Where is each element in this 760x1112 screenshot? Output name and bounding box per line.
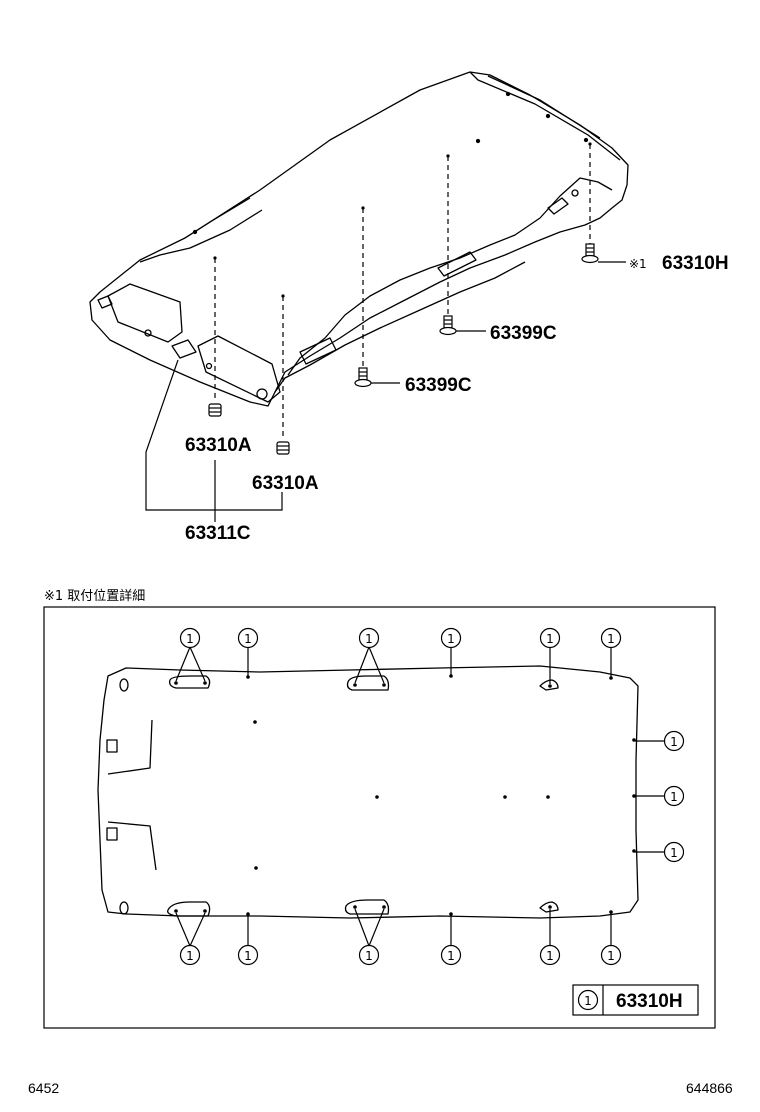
callout-bottom-6: 1 xyxy=(600,944,622,966)
page-code-right: 644866 xyxy=(686,1080,733,1096)
callout-top-3: 1 xyxy=(358,627,380,649)
callout-bottom-4: 1 xyxy=(440,944,462,966)
screw-63310H-icon xyxy=(581,243,599,264)
callout-top-6: 1 xyxy=(600,627,622,649)
svg-text:1: 1 xyxy=(447,632,455,646)
callout-right-1: 1 xyxy=(663,730,685,752)
svg-text:1: 1 xyxy=(186,949,194,963)
callout-bottom-2: 1 xyxy=(237,944,259,966)
svg-text:1: 1 xyxy=(607,632,615,646)
detail-mount-points xyxy=(174,674,636,916)
detail-frame xyxy=(43,606,716,1029)
note-marker: ※1 xyxy=(629,257,647,271)
legend-part: 63310H xyxy=(616,991,683,1012)
callout-right-2: 1 xyxy=(663,785,685,807)
callout-circles: 1 1 1 1 1 1 1 1 1 1 1 1 1 1 1 xyxy=(179,627,685,966)
part-label-63310A-lower: 63310A xyxy=(252,473,319,494)
svg-text:1: 1 xyxy=(244,632,252,646)
svg-text:1: 1 xyxy=(447,949,455,963)
clip-63310A-upper-icon xyxy=(208,403,222,417)
legend-box: 1 63310H xyxy=(572,984,699,1016)
part-label-63310A-upper: 63310A xyxy=(185,435,252,456)
callout-top-5: 1 xyxy=(539,627,561,649)
detail-title: ※1 取付位置詳細 xyxy=(44,588,145,604)
callout-bottom-5: 1 xyxy=(539,944,561,966)
part-label-63310H: 63310H xyxy=(662,253,729,274)
headliner-top-view xyxy=(97,665,639,919)
svg-text:1: 1 xyxy=(546,632,554,646)
svg-text:1: 1 xyxy=(607,949,615,963)
fastener-guide-lines xyxy=(214,144,591,440)
svg-text:1: 1 xyxy=(365,949,373,963)
callout-top-2: 1 xyxy=(237,627,259,649)
svg-text:1: 1 xyxy=(365,632,373,646)
screw-63399C-lower-icon xyxy=(354,367,372,388)
callout-top-1: 1 xyxy=(179,627,201,649)
legend-number: 1 xyxy=(584,994,592,1008)
svg-text:1: 1 xyxy=(244,949,252,963)
leader-lines xyxy=(145,261,626,522)
callout-top-4: 1 xyxy=(440,627,462,649)
callout-right-3: 1 xyxy=(663,841,685,863)
svg-text:1: 1 xyxy=(670,790,678,804)
clip-63310A-lower-icon xyxy=(276,441,290,455)
callout-bottom-3: 1 xyxy=(358,944,380,966)
part-label-63311C: 63311C xyxy=(185,523,251,544)
part-label-63399C-upper: 63399C xyxy=(490,323,557,344)
svg-text:1: 1 xyxy=(186,632,194,646)
callout-leaders xyxy=(175,646,664,947)
part-label-63399C-lower: 63399C xyxy=(405,375,472,396)
svg-text:1: 1 xyxy=(670,846,678,860)
headliner-isometric xyxy=(89,71,629,407)
svg-text:1: 1 xyxy=(670,735,678,749)
screw-63399C-upper-icon xyxy=(439,315,457,336)
guide-line-ends xyxy=(213,142,592,298)
page-code-left: 6452 xyxy=(28,1080,59,1096)
callout-bottom-1: 1 xyxy=(179,944,201,966)
svg-text:1: 1 xyxy=(546,949,554,963)
